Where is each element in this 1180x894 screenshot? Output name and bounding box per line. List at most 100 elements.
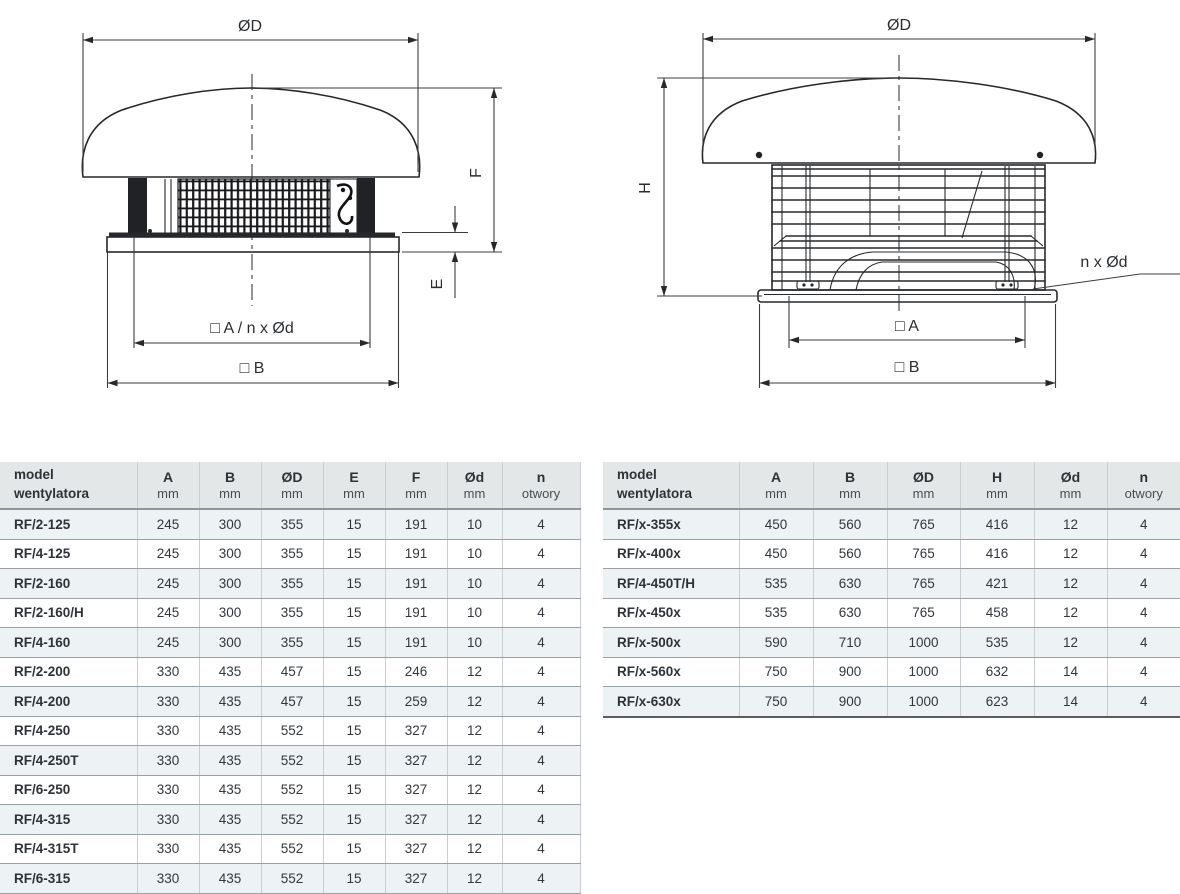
value-cell: 1000: [886, 686, 960, 718]
value-cell: 765: [886, 568, 960, 599]
value-cell: 552: [260, 834, 323, 864]
model-cell: RF/2-200: [0, 657, 137, 687]
cap-screw: [755, 151, 763, 159]
value-cell: 1000: [886, 657, 960, 687]
value-cell: 15: [322, 627, 385, 658]
value-cell: 327: [384, 716, 447, 746]
value-cell: 300: [198, 539, 261, 569]
value-cell: 4: [501, 509, 581, 540]
value-cell: 12: [446, 804, 502, 835]
value-cell: 900: [812, 657, 887, 687]
right-fan-base: [757, 289, 1058, 303]
model-cell: RF/4-125: [0, 539, 137, 569]
dim-label-A-left: □ A / n x Ød: [210, 320, 293, 337]
model-cell: RF/6-250: [0, 775, 137, 805]
value-cell: 623: [959, 686, 1034, 718]
value-cell: 15: [322, 804, 385, 835]
value-cell: 4: [1106, 598, 1180, 628]
value-cell: 245: [136, 509, 199, 540]
value-cell: 245: [136, 598, 199, 628]
value-cell: 12: [1033, 509, 1107, 540]
value-cell: 10: [446, 598, 502, 628]
value-cell: 15: [322, 745, 385, 776]
value-cell: 12: [446, 775, 502, 805]
dim-label-F: F: [468, 168, 485, 178]
value-cell: 330: [136, 716, 199, 746]
value-cell: 10: [446, 568, 502, 599]
value-cell: 552: [260, 775, 323, 805]
value-cell: 327: [384, 775, 447, 805]
value-cell: 15: [322, 775, 385, 805]
value-cell: 421: [959, 568, 1034, 599]
value-cell: 4: [1106, 686, 1180, 718]
value-cell: 552: [260, 863, 323, 894]
value-cell: 435: [198, 863, 261, 894]
value-cell: 535: [738, 568, 813, 599]
value-cell: 12: [1033, 598, 1107, 628]
value-cell: 10: [446, 539, 502, 569]
value-cell: 191: [384, 598, 447, 628]
protective-mesh: [177, 178, 331, 234]
model-cell: RF/x-500x: [603, 627, 739, 658]
dimension-B-right: □ B: [758, 304, 1057, 388]
value-cell: 552: [260, 716, 323, 746]
value-cell: 12: [446, 716, 502, 746]
right-fan-body: [771, 164, 1046, 291]
value-cell: 4: [501, 627, 581, 658]
hub-bolt: [340, 187, 346, 193]
value-cell: 15: [322, 863, 385, 894]
model-cell: RF/6-315: [0, 863, 137, 894]
model-cell: RF/4-250T: [0, 745, 137, 776]
value-cell: 435: [198, 745, 261, 776]
model-cell: RF/2-125: [0, 509, 137, 540]
value-cell: 191: [384, 568, 447, 599]
dim-label-B-left: □ B: [240, 360, 265, 377]
dim-label-A-right: □ A: [895, 318, 919, 335]
value-cell: 457: [260, 657, 323, 687]
left-fan-drawing: ØD F E: [81, 18, 502, 388]
value-cell: 300: [198, 627, 261, 658]
value-cell: 15: [322, 568, 385, 599]
value-cell: 191: [384, 509, 447, 540]
value-cell: 245: [136, 568, 199, 599]
model-cell: RF/4-160: [0, 627, 137, 658]
value-cell: 330: [136, 657, 199, 687]
value-cell: 450: [738, 539, 813, 569]
value-cell: 14: [1033, 686, 1107, 718]
value-cell: 435: [198, 775, 261, 805]
rod-foot: [995, 280, 1019, 290]
dimension-F: F: [256, 87, 502, 252]
value-cell: 355: [260, 568, 323, 599]
value-cell: 355: [260, 598, 323, 628]
dimension-A-right: □ A: [788, 296, 1026, 348]
value-cell: 330: [136, 775, 199, 805]
left-post: [128, 178, 147, 233]
value-cell: 245: [136, 627, 199, 658]
model-cell: RF/x-400x: [603, 539, 739, 569]
value-cell: 4: [501, 745, 581, 776]
right-post: [357, 178, 375, 233]
value-cell: 10: [446, 627, 502, 658]
value-cell: 4: [1106, 568, 1180, 599]
value-cell: 4: [1106, 657, 1180, 687]
cap-screw: [1036, 151, 1044, 159]
value-cell: 12: [446, 863, 502, 894]
value-cell: 458: [959, 598, 1034, 628]
value-cell: 330: [136, 686, 199, 717]
value-cell: 15: [322, 509, 385, 540]
fan-cap: [701, 77, 1097, 164]
